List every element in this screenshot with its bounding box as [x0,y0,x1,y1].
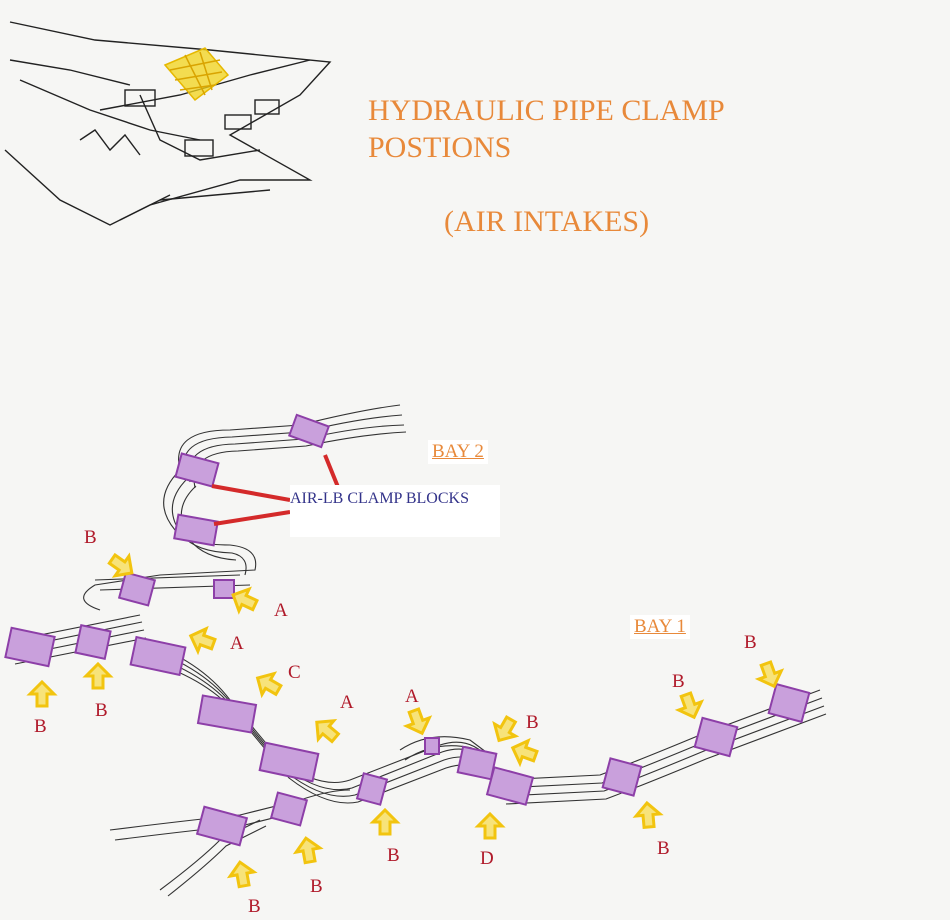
page-title: HYDRAULIC PIPE CLAMP POSTIONS [368,92,725,166]
clamp-label: B [657,838,670,859]
clamp-label: B [34,716,47,737]
clamp-blocks [4,413,811,847]
clamp-label: B [95,700,108,721]
arrow-pointer-icon [82,661,114,690]
aircraft-sketch-icon [4,21,332,226]
clamp-block-icon [767,682,811,724]
clamp-block-icon [601,757,643,797]
clamp-block-icon [74,624,112,660]
clamp-block-icon [693,716,739,758]
arrow-pointer-icon [26,679,58,708]
arrow-pointer-icon [107,552,134,578]
clamp-label: C [288,662,301,683]
clamp-label: B [526,712,539,733]
clamp-label: A [340,692,354,713]
arrow-pointer-icon [369,807,401,836]
arrow-pointer-icon [674,691,705,720]
clamp-label: A [274,600,288,621]
page-subtitle: (AIR INTAKES) [444,205,650,238]
clamp-block-icon [258,741,320,783]
clamp-label: B [310,876,323,897]
clamp-block-icon [129,635,187,677]
clamp-label: B [387,845,400,866]
arrow-pointer-icon [474,811,506,840]
clamp-label: A [230,633,244,654]
arrow-pointer-icon [292,836,324,865]
highlight-area-icon [163,47,230,102]
arrow-pointer-icon [402,707,433,736]
arrow-pointers [26,552,785,889]
arrow-pointer-icon [255,671,283,699]
arrow-pointer-icon [492,715,520,743]
clamp-label: B [84,527,97,548]
clamp-block-icon [174,452,220,488]
clamp-block-icon [456,745,498,781]
clamp-label: D [480,848,494,869]
clamp-label: A [405,686,419,707]
arrow-pointer-icon [226,860,258,889]
clamp-block-icon [196,694,258,734]
clamp-block-icon [173,513,219,547]
clamp-block-icon [4,626,56,668]
clamp-block-icon [117,571,157,607]
title-line-1: HYDRAULIC PIPE CLAMP [368,94,725,127]
callout-text: AIR-LB CLAMP BLOCKS [290,490,469,507]
clamp-block-icon [287,413,331,449]
arrow-pointer-icon [632,800,664,830]
bay-1-label: BAY 1 [630,615,690,639]
clamp-block-icon [195,805,249,847]
clamp-block-icon [355,772,389,806]
arrow-pointer-icon [231,586,259,615]
clamp-block-icon [269,791,309,827]
arrow-pointer-icon [754,660,785,689]
clamp-label: B [744,632,757,653]
title-line-2: POSTIONS [368,131,512,164]
arrow-pointer-icon [315,718,341,744]
clamp-blocks-callout: AIR-LB CLAMP BLOCKS [290,485,500,537]
clamp-block-icon [485,766,535,806]
bay-2-label: BAY 2 [428,440,488,464]
arrow-pointer-icon [188,625,217,656]
clamp-block-icon [213,579,235,599]
arrow-pointer-icon [510,737,539,768]
clamp-label: B [248,896,261,917]
clamp-label: B [672,671,685,692]
clamp-block-icon [424,737,440,755]
